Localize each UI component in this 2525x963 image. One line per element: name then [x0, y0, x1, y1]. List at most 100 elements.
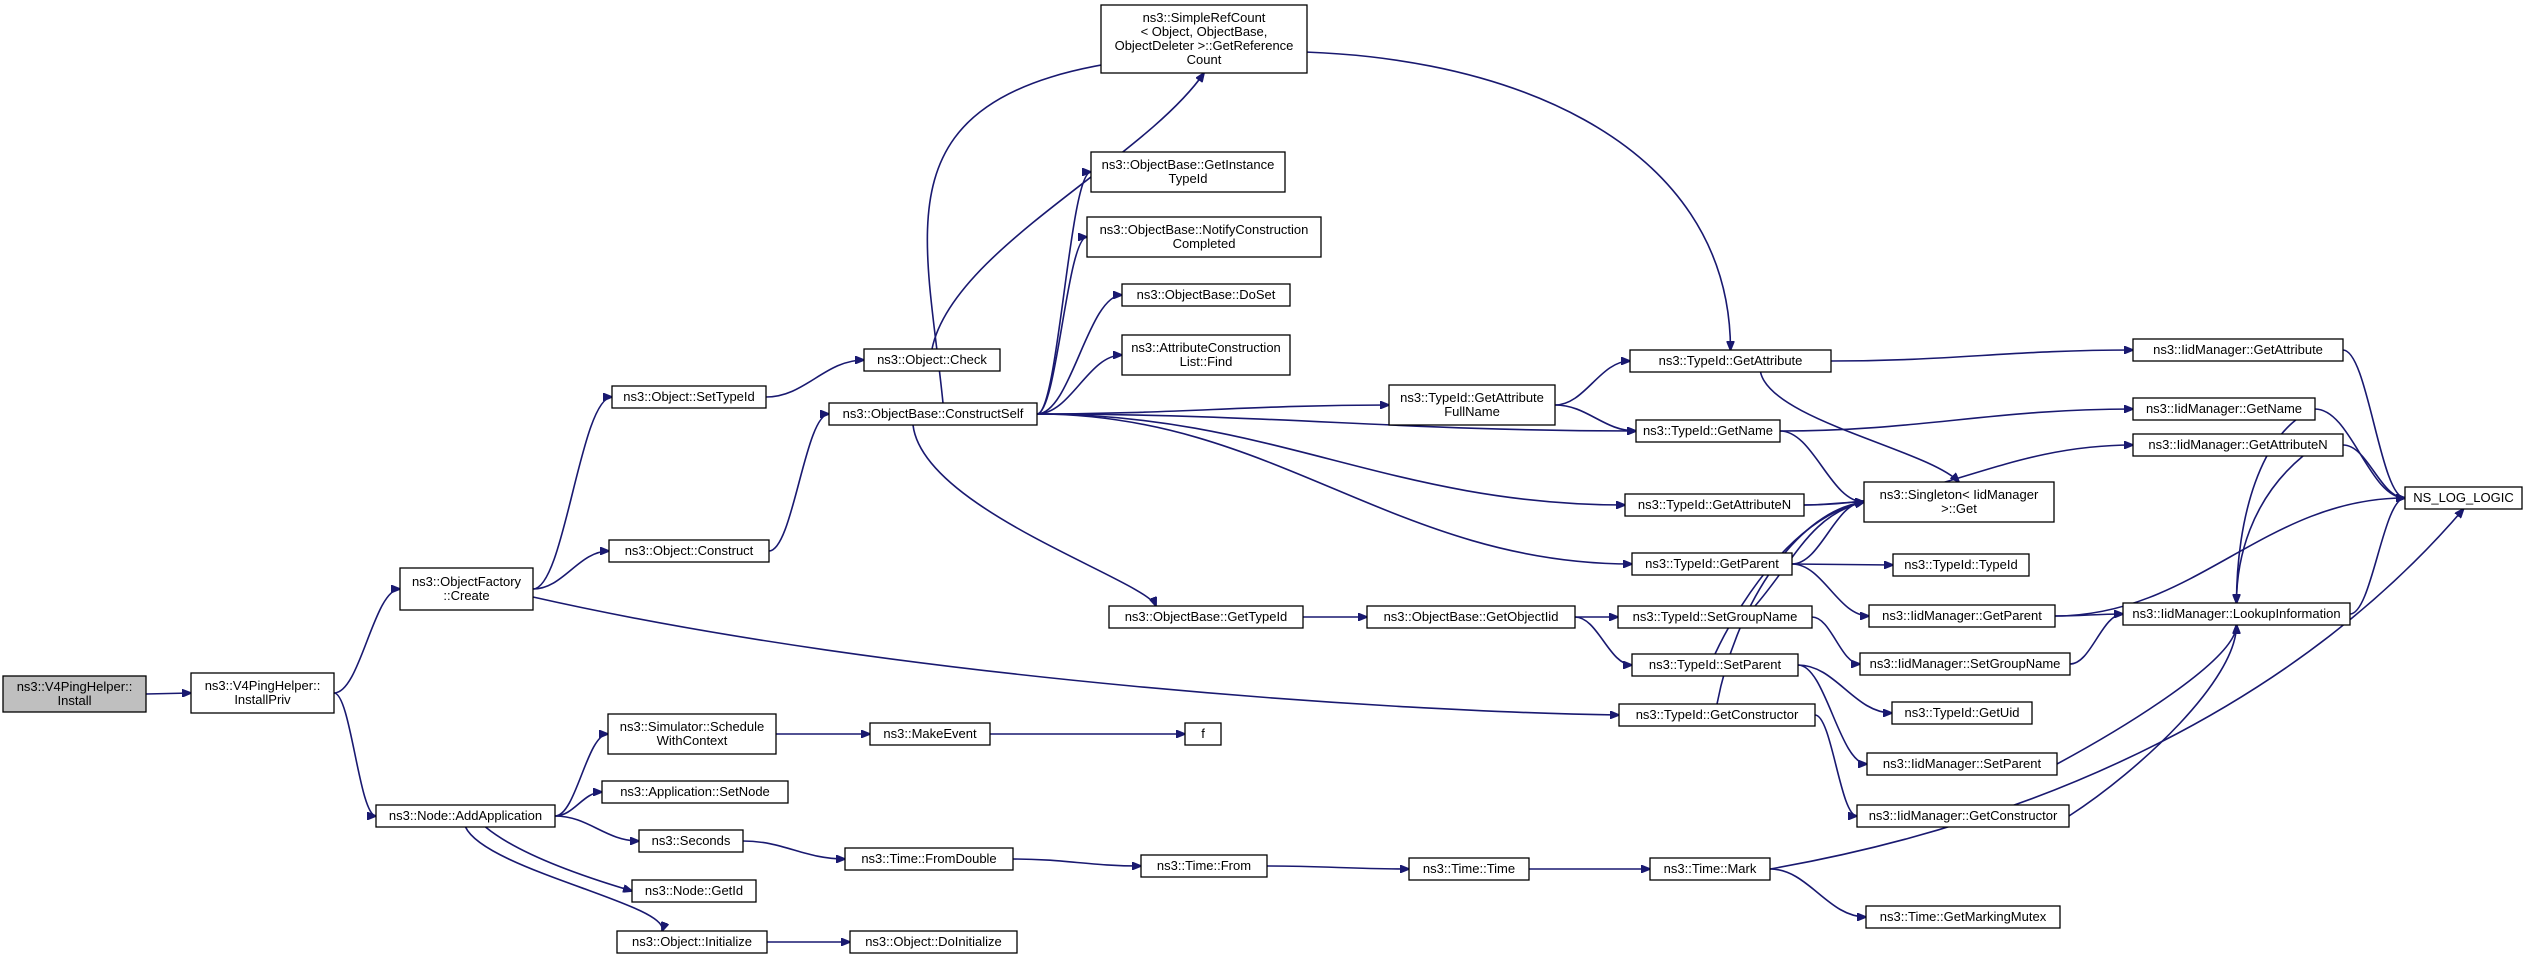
node-isetgroup[interactable]: ns3::IidManager::SetGroupName [1859, 652, 2071, 676]
node-label: ns3::Seconds [652, 833, 731, 848]
node-box [1631, 552, 1793, 576]
node-label: ns3::IidManager::GetAttributeN [2148, 437, 2327, 452]
node-label: ns3::ObjectFactory [412, 574, 522, 589]
node-label: ns3::Object::DoInitialize [865, 934, 1002, 949]
node-setnode[interactable]: ns3::Application::SetNode [601, 780, 789, 804]
node-timetime[interactable]: ns3::Time::Time [1408, 857, 1530, 881]
node-tgetname[interactable]: ns3::TypeId::GetName [1635, 419, 1781, 443]
node-label: ObjectDeleter >::GetReference [1115, 38, 1294, 53]
node-box [863, 348, 1001, 372]
node-box [1624, 493, 1805, 517]
node-label: ns3::Object::Construct [625, 543, 754, 558]
node-tsetgroup[interactable]: ns3::TypeId::SetGroupName [1617, 605, 1813, 629]
node-igetconstructor[interactable]: ns3::IidManager::GetConstructor [1856, 804, 2070, 828]
node-settypeid[interactable]: ns3::Object::SetTypeId [611, 385, 767, 409]
node-box [869, 722, 991, 746]
edge-settypeid-to-check [765, 360, 864, 398]
node-igetattrn[interactable]: ns3::IidManager::GetAttributeN [2132, 433, 2344, 457]
node-objinit[interactable]: ns3::Object::Initialize [616, 930, 768, 954]
node-label: InstallPriv [234, 692, 291, 707]
node-timefrom[interactable]: ns3::Time::From [1140, 854, 1268, 878]
node-doset[interactable]: ns3::ObjectBase::DoSet [1121, 283, 1291, 307]
node-label: ns3::TypeId::GetConstructor [1636, 707, 1799, 722]
node-check[interactable]: ns3::Object::Check [863, 348, 1001, 372]
node-label: Completed [1173, 236, 1236, 251]
node-notifyconst[interactable]: ns3::ObjectBase::NotifyConstructionCompl… [1086, 216, 1322, 258]
node-nslog[interactable]: NS_LOG_LOGIC [2404, 486, 2523, 510]
node-obgettypeid[interactable]: ns3::ObjectBase::GetTypeId [1108, 605, 1304, 629]
node-box [1617, 605, 1813, 629]
node-label: ns3::V4PingHelper:: [17, 679, 133, 694]
node-seconds[interactable]: ns3::Seconds [638, 829, 744, 853]
node-label: ns3::ObjectBase::NotifyConstruction [1100, 222, 1309, 237]
node-box [1108, 605, 1304, 629]
node-singleton[interactable]: ns3::Singleton< IidManager>::Get [1863, 481, 2055, 523]
node-getrefcount[interactable]: ns3::SimpleRefCount< Object, ObjectBase,… [1100, 4, 1308, 74]
node-igetname[interactable]: ns3::IidManager::GetName [2132, 397, 2316, 421]
edge-check-to-getrefcount [931, 73, 1204, 350]
edge-timemark-to-getmarking [1769, 868, 1866, 917]
node-label: >::Get [1941, 501, 1977, 516]
node-addapp[interactable]: ns3::Node::AddApplication [375, 804, 556, 828]
node-tgetuid[interactable]: ns3::TypeId::GetUid [1891, 701, 2033, 725]
edge-igetparent-to-nslog [2054, 498, 2405, 617]
node-label: ::Create [443, 588, 489, 603]
node-label: ns3::SimpleRefCount [1143, 10, 1266, 25]
node-installpriv[interactable]: ns3::V4PingHelper::InstallPriv [190, 672, 335, 714]
node-igetattr[interactable]: ns3::IidManager::GetAttribute [2132, 338, 2344, 362]
node-label: TypeId [1168, 171, 1207, 186]
edge-tgetconstructor-to-igetconstructor [1814, 714, 1857, 816]
node-label: ns3::V4PingHelper:: [205, 678, 321, 693]
node-label: ns3::TypeId::GetAttribute [1659, 353, 1803, 368]
node-label: ns3::MakeEvent [883, 726, 977, 741]
node-getobjectiid[interactable]: ns3::ObjectBase::GetObjectIid [1366, 605, 1576, 629]
node-getmarking[interactable]: ns3::Time::GetMarkingMutex [1865, 905, 2061, 929]
edge-addapp-to-schedule [554, 734, 608, 817]
edge-fromdouble-to-timefrom [1012, 858, 1141, 866]
edge-ofcreate-to-settypeid [532, 397, 612, 590]
node-tgetconstructor[interactable]: ns3::TypeId::GetConstructor [1618, 703, 1816, 727]
node-ofcreate[interactable]: ns3::ObjectFactory::Create [399, 567, 534, 611]
node-box [1863, 481, 2055, 523]
node-makeevent[interactable]: ns3::MakeEvent [869, 722, 991, 746]
node-constructself[interactable]: ns3::ObjectBase::ConstructSelf [828, 402, 1038, 426]
node-ttypeid[interactable]: ns3::TypeId::TypeId [1892, 553, 2030, 577]
node-box [1086, 216, 1322, 258]
node-timemark[interactable]: ns3::Time::Mark [1649, 857, 1771, 881]
edge-tgetname-to-igetname [1779, 409, 2133, 432]
edge-constructself-to-acfind [1036, 355, 1122, 415]
node-tgetattrn[interactable]: ns3::TypeId::GetAttributeN [1624, 493, 1805, 517]
edge-addapp-to-seconds [554, 815, 639, 841]
node-tgetparent[interactable]: ns3::TypeId::GetParent [1631, 552, 1793, 576]
node-lookup[interactable]: ns3::IidManager::LookupInformation [2122, 602, 2351, 626]
node-fromdouble[interactable]: ns3::Time::FromDouble [844, 847, 1014, 871]
node-box [1618, 703, 1816, 727]
node-doinit[interactable]: ns3::Object::DoInitialize [849, 930, 1018, 954]
node-v4install[interactable]: ns3::V4PingHelper::Install [2, 675, 147, 713]
edge-timemark-to-nslog [1769, 509, 2464, 870]
node-box [1388, 384, 1556, 426]
edge-igetattrn-to-lookup [2237, 455, 2304, 603]
node-f[interactable]: f [1184, 722, 1222, 746]
node-label: ns3::TypeId::GetAttributeN [1638, 497, 1791, 512]
node-tsetparent[interactable]: ns3::TypeId::SetParent [1631, 653, 1799, 677]
edge-addapp-to-setnode [554, 792, 602, 817]
node-box [375, 804, 556, 828]
edge-tgetattr-to-singleton [1759, 371, 1960, 482]
node-construct[interactable]: ns3::Object::Construct [608, 539, 770, 563]
node-label: ns3::TypeId::SetParent [1649, 657, 1782, 672]
node-nodegetid[interactable]: ns3::Node::GetId [631, 879, 757, 903]
node-tgetattr[interactable]: ns3::TypeId::GetAttribute [1629, 349, 1832, 373]
node-label: ns3::IidManager::GetParent [1882, 608, 2042, 623]
node-igetparent[interactable]: ns3::IidManager::GetParent [1868, 604, 2056, 628]
node-label: List::Find [1180, 354, 1233, 369]
node-isetparent[interactable]: ns3::IidManager::SetParent [1866, 752, 2058, 776]
node-label: ns3::Node::AddApplication [389, 808, 542, 823]
node-label: ns3::TypeId::SetGroupName [1633, 609, 1798, 624]
node-label: ns3::IidManager::GetConstructor [1869, 808, 2058, 823]
node-box [1121, 283, 1291, 307]
